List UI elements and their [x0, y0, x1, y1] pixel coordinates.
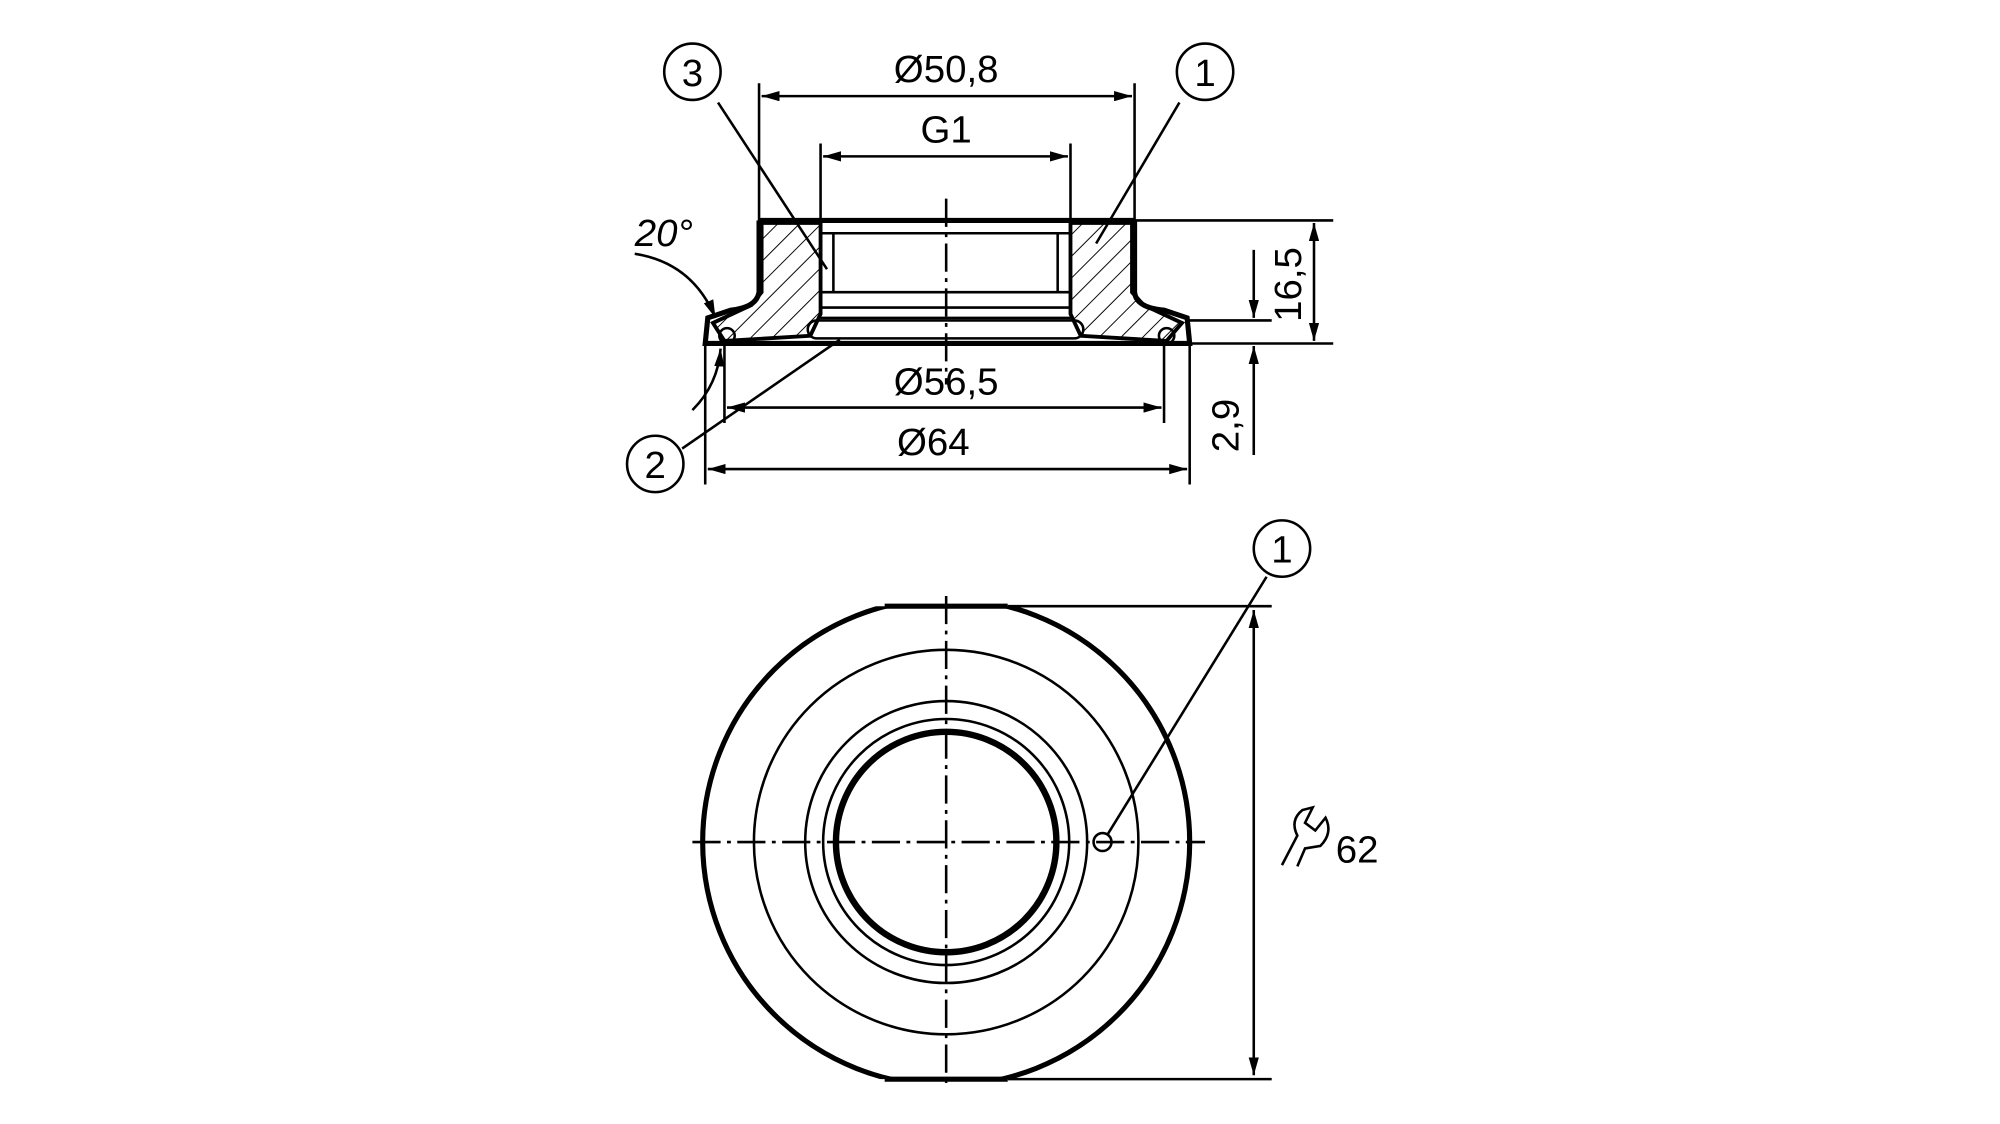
dimension-label-50-8: Ø50,8 [894, 48, 999, 91]
dimension-label-64: Ø64 [897, 421, 970, 464]
section-view: Ø50,8 G1 Ø56,5 Ø64 16,5 2,9 20° [625, 42, 1334, 494]
body-section-right [1068, 221, 1186, 343]
seal-edge-right [1157, 326, 1176, 345]
svg-text:1: 1 [1271, 529, 1292, 572]
callout-3: 3 [662, 42, 829, 270]
body-section-left [710, 221, 823, 343]
callout-1-top: 1 [1106, 519, 1312, 836]
wrench-icon [1280, 805, 1330, 867]
svg-text:1: 1 [1194, 52, 1215, 95]
callout-2: 2 [625, 338, 841, 494]
top-view: 1 62 [692, 519, 1379, 1090]
marker-hole [1092, 831, 1113, 853]
svg-text:3: 3 [682, 52, 703, 95]
dimension-label-16-5: 16,5 [1267, 247, 1310, 322]
dimension-label-g1: G1 [921, 108, 972, 151]
seal-edge-left [718, 326, 736, 345]
callout-1: 1 [1095, 42, 1235, 245]
dimension-label-2-9: 2,9 [1204, 399, 1247, 452]
svg-text:2: 2 [645, 444, 666, 487]
angle-arc [634, 252, 717, 319]
dimension-label-56-5: Ø56,5 [894, 361, 999, 404]
angle-arc [691, 348, 725, 412]
wrench-size-label: 62 [1336, 829, 1379, 872]
angle-label: 20° [634, 212, 693, 255]
